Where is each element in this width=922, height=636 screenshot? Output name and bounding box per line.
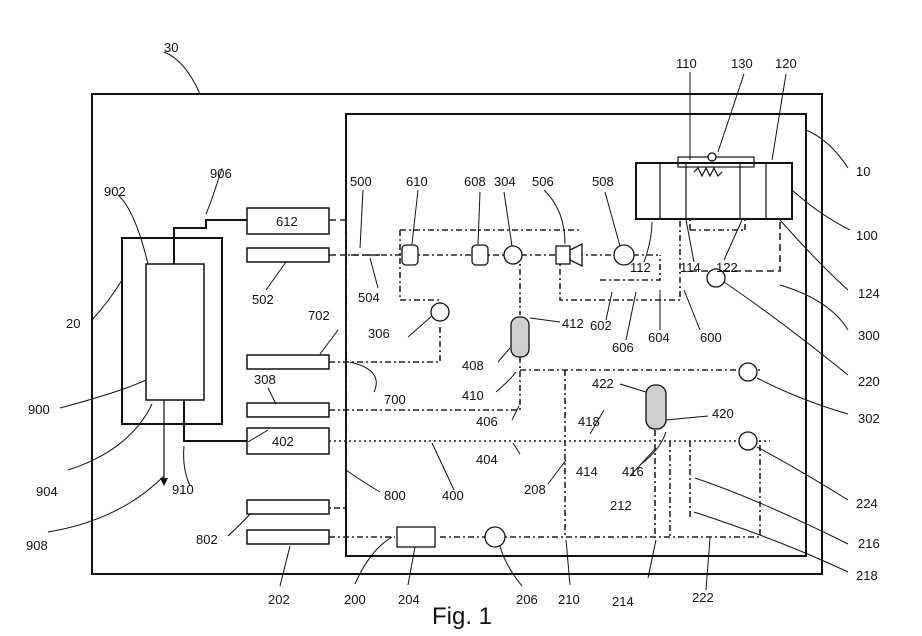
label-506: 506: [532, 174, 554, 189]
label-908: 908: [26, 538, 48, 553]
heat-exchanger-302: [739, 363, 757, 381]
label-418: 418: [578, 414, 600, 429]
label-200: 200: [344, 592, 366, 607]
label-308: 308: [254, 372, 276, 387]
sensor-130: [708, 153, 716, 161]
label-604: 604: [648, 330, 670, 345]
heat-exchanger-306: [431, 303, 449, 321]
tank-900: [146, 264, 204, 400]
figure-caption: Fig. 1: [432, 603, 492, 630]
label-612: 612: [276, 214, 298, 229]
label-904: 904: [36, 484, 58, 499]
label-602: 602: [590, 318, 612, 333]
label-504: 504: [358, 290, 380, 305]
separator-418: [646, 385, 666, 429]
label-206: 206: [516, 592, 538, 607]
label-408: 408: [462, 358, 484, 373]
label-902: 902: [104, 184, 126, 199]
label-120: 120: [775, 56, 797, 71]
label-210: 210: [558, 592, 580, 607]
label-20: 20: [66, 316, 80, 331]
label-130: 130: [731, 56, 753, 71]
label-404: 404: [476, 452, 498, 467]
label-302: 302: [858, 411, 880, 426]
label-410: 410: [462, 388, 484, 403]
label-224: 224: [856, 496, 878, 511]
label-402: 402: [272, 434, 294, 449]
label-420: 420: [712, 406, 734, 421]
label-414: 414: [576, 464, 598, 479]
label-306: 306: [368, 326, 390, 341]
label-500: 500: [350, 174, 372, 189]
box-202: [247, 530, 329, 544]
label-412: 412: [562, 316, 584, 331]
box-502: [247, 248, 329, 262]
label-208: 208: [524, 482, 546, 497]
label-802: 802: [196, 532, 218, 547]
box-802: [247, 500, 329, 514]
label-110: 110: [676, 56, 697, 71]
heater-608: [472, 245, 488, 265]
label-600: 600: [700, 330, 722, 345]
separator-408: [511, 317, 529, 357]
heater-610: [402, 245, 418, 265]
heat-exchanger-224: [739, 432, 757, 450]
label-114: 114: [680, 260, 701, 275]
label-204: 204: [398, 592, 420, 607]
label-400: 400: [442, 488, 464, 503]
label-112: 112: [630, 260, 651, 275]
heat-exchanger-304: [504, 246, 522, 264]
label-216: 216: [858, 536, 880, 551]
label-700: 700: [384, 392, 406, 407]
filter-204: [397, 527, 435, 547]
label-30: 30: [164, 40, 178, 55]
label-702: 702: [308, 308, 330, 323]
label-900: 900: [28, 402, 50, 417]
label-218: 218: [856, 568, 878, 583]
label-910: 910: [172, 482, 194, 497]
label-508: 508: [592, 174, 614, 189]
box-702: [247, 355, 329, 369]
label-606: 606: [612, 340, 634, 355]
label-300: 300: [858, 328, 880, 343]
label-214: 214: [612, 594, 634, 609]
label-220: 220: [858, 374, 880, 389]
label-304: 304: [494, 174, 516, 189]
label-212: 212: [610, 498, 632, 513]
label-100: 100: [856, 228, 878, 243]
box-308: [247, 403, 329, 417]
label-800: 800: [384, 488, 406, 503]
label-10: 10: [856, 164, 870, 179]
label-406: 406: [476, 414, 498, 429]
pump-206: [485, 527, 505, 547]
label-422: 422: [592, 376, 614, 391]
label-202: 202: [268, 592, 290, 607]
label-608: 608: [464, 174, 486, 189]
label-122: 122: [716, 260, 738, 275]
label-416: 416: [622, 464, 644, 479]
label-222: 222: [692, 590, 714, 605]
label-906: 906: [210, 166, 232, 181]
label-502: 502: [252, 292, 274, 307]
blower-506: [556, 246, 570, 264]
label-124: 124: [858, 286, 880, 301]
label-610: 610: [406, 174, 428, 189]
